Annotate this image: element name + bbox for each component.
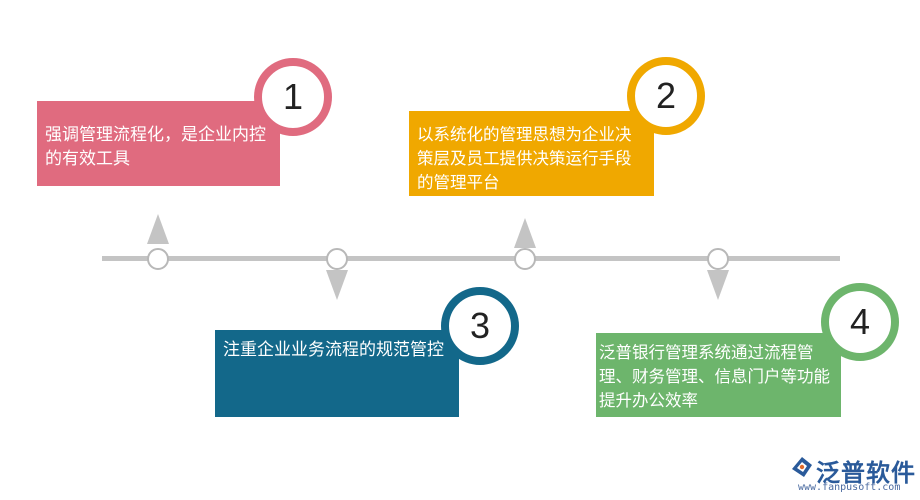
step-number-4: 4: [849, 301, 871, 342]
step-badge-3: 3: [441, 287, 519, 365]
arrow-down-icon: [326, 270, 348, 300]
step-text-3: 注重企业业务流程的规范管控: [223, 340, 444, 360]
logo-icon: [792, 457, 812, 477]
timeline-bar: [102, 256, 840, 261]
logo-url: www.fanpusoft.com: [798, 482, 901, 493]
step-card-4: 泛普银行管理系统通过流程管理、财务管理、信息门户等功能提升办公效率: [596, 333, 841, 417]
step-badge-1: 1: [254, 58, 332, 136]
step-badge-2: 2: [627, 57, 705, 135]
logo-name: 泛普软件: [816, 459, 916, 487]
step-text-4: 泛普银行管理系统通过流程管理、财务管理、信息门户等功能提升办公效率: [599, 343, 830, 410]
step-card-1: 强调管理流程化，是企业内控的有效工具: [37, 101, 280, 186]
step-text-2: 以系统化的管理思想为企业决策层及员工提供决策运行手段的管理平台: [417, 125, 632, 192]
step-number-2: 2: [655, 75, 677, 116]
step-number-3: 3: [469, 305, 491, 346]
timeline-node-4: [707, 248, 729, 270]
timeline-node-2: [514, 248, 536, 270]
timeline-node-1: [147, 248, 169, 270]
brand-logo: 泛普软件 www.fanpusoft.com: [790, 453, 916, 495]
step-number-1: 1: [282, 76, 304, 117]
step-card-3: 注重企业业务流程的规范管控: [215, 330, 459, 417]
step-text-1: 强调管理流程化，是企业内控的有效工具: [45, 125, 266, 169]
timeline-node-3: [326, 248, 348, 270]
arrow-up-icon: [147, 214, 169, 244]
step-card-2: 以系统化的管理思想为企业决策层及员工提供决策运行手段的管理平台: [409, 111, 654, 196]
arrow-down-icon: [707, 270, 729, 300]
arrow-up-icon: [514, 218, 536, 248]
step-badge-4: 4: [821, 283, 899, 361]
